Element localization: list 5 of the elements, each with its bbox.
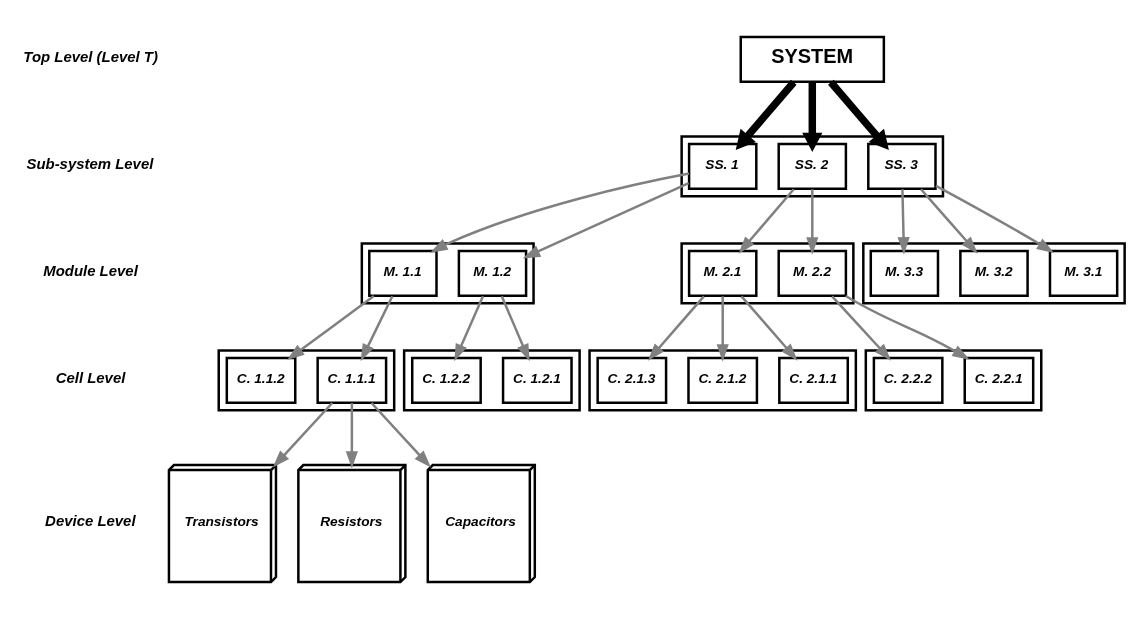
label: Device Level	[45, 511, 136, 529]
label: Sub-system Level	[26, 154, 154, 172]
label: Cell Level	[55, 368, 126, 386]
label: Top Level (Level T)	[23, 47, 158, 65]
label: Module Level	[43, 261, 138, 279]
